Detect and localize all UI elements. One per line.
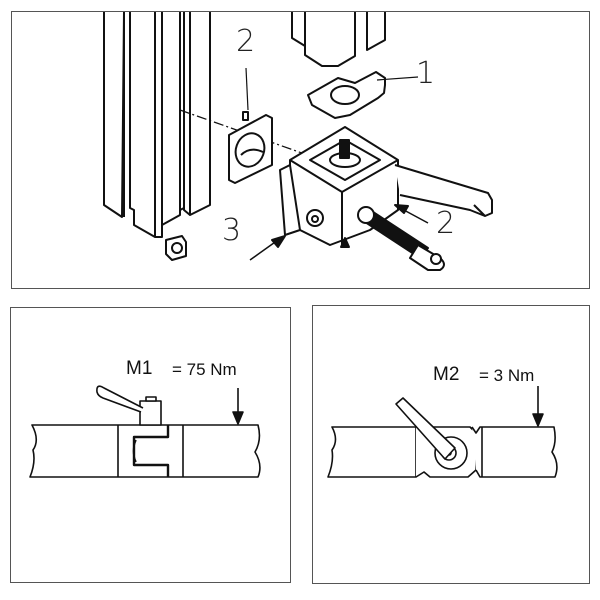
clamp-body xyxy=(279,126,493,271)
callout-1-slot-nut: 1 xyxy=(416,56,436,91)
torque-value-m1: = 75 Nm xyxy=(172,360,237,379)
callout-2-lever: 2 xyxy=(436,206,456,241)
torque-value-m2: = 3 Nm xyxy=(479,366,535,385)
direction-arrows xyxy=(249,204,429,261)
exploded-assembly-drawing xyxy=(103,11,493,271)
moment-label-m1: M1 xyxy=(126,358,153,379)
aluminium-profile-top xyxy=(291,12,386,67)
profile-insert-plate xyxy=(228,111,273,184)
square-nut xyxy=(165,235,187,261)
callout-3-entry: 3 xyxy=(222,213,242,248)
moment-label-m2: M2 xyxy=(433,364,460,385)
callout-2-insert: 2 xyxy=(236,24,256,59)
aluminium-profile-left xyxy=(103,11,211,238)
slot-nut-plate xyxy=(307,71,386,119)
